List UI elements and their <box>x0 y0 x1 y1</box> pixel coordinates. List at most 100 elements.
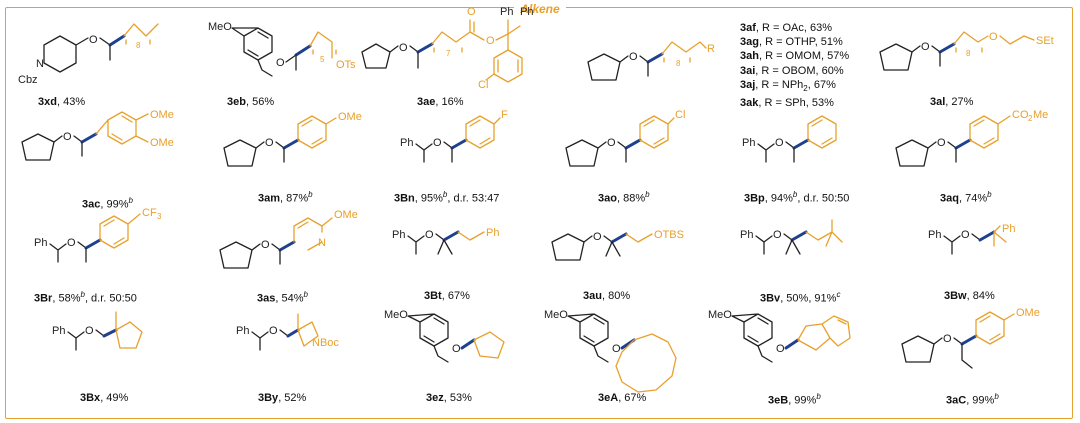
svg-text:O: O <box>961 229 970 241</box>
label-3eA: 3eA, 67% <box>598 392 647 404</box>
svg-text:OTBS: OTBS <box>654 229 684 241</box>
r-entry-3af: 3af, R = OAc, 63% <box>740 22 833 34</box>
svg-text:MeO: MeO <box>708 309 732 321</box>
structure-3am: O OMe <box>223 111 362 167</box>
svg-text:OMe: OMe <box>1016 307 1040 319</box>
svg-text:3: 3 <box>157 212 162 221</box>
svg-text:O: O <box>85 325 94 337</box>
svg-text:O: O <box>937 137 946 149</box>
structure-3ac: O OMe OMe <box>21 109 174 161</box>
structure-3Br: Ph O CF 3 <box>34 207 162 263</box>
label-3Bt: 3Bt, 67% <box>424 290 470 302</box>
label-3ao: 3ao, 88%b <box>598 190 650 205</box>
svg-text:N: N <box>36 58 44 70</box>
label-3aq: 3aq, 74%b <box>940 190 992 205</box>
svg-text:8: 8 <box>136 41 141 50</box>
svg-text:O: O <box>486 35 495 47</box>
svg-text:Ph: Ph <box>400 137 413 149</box>
structure-3au: O OTBS <box>551 229 684 261</box>
label-3al: 3al, 27% <box>930 96 974 108</box>
svg-text:8: 8 <box>966 49 971 58</box>
label-3Bw: 3Bw, 84% <box>944 290 995 302</box>
structure-3af: O 8 R <box>587 41 715 81</box>
structure-3By: Ph O NBoc <box>236 313 339 351</box>
svg-text:2: 2 <box>1028 114 1033 123</box>
structure-3Bt: Ph O Ph <box>392 227 499 255</box>
structure-3Bv: Ph O <box>740 219 843 255</box>
svg-text:O: O <box>629 51 638 63</box>
svg-text:O: O <box>776 343 785 355</box>
label-3aC: 3aC, 99%b <box>946 392 999 407</box>
r-entry-3aj: 3aj, R = NPh2, 67% <box>740 78 836 93</box>
svg-text:OMe: OMe <box>150 109 174 121</box>
svg-text:O: O <box>989 31 998 43</box>
svg-text:O: O <box>943 333 952 345</box>
structure-3xd: N Cbz O 8 <box>18 23 159 86</box>
structure-3Bn: Ph O F <box>400 109 508 163</box>
structure-3ae: O 7 O O Ph Ph Cl <box>361 6 533 91</box>
svg-text:O: O <box>433 137 442 149</box>
alkene-title: Alkene <box>514 2 566 16</box>
svg-text:O: O <box>89 34 98 46</box>
svg-text:8: 8 <box>676 59 681 68</box>
structure-3al: O 8 O SEt <box>879 31 1054 71</box>
structure-3Bx: Ph O <box>52 311 143 351</box>
r-entry-3ah: 3ah, R = OMOM, 57% <box>740 50 850 63</box>
svg-text:OMe: OMe <box>334 209 358 221</box>
svg-text:O: O <box>921 41 930 53</box>
svg-text:O: O <box>775 137 784 149</box>
svg-text:O: O <box>452 343 461 355</box>
svg-text:MeO: MeO <box>208 21 232 33</box>
svg-text:MeO: MeO <box>384 309 408 321</box>
r-entry-3ai: 3ai, R = OBOM, 60% <box>740 64 844 77</box>
structure-3as: O N OMe <box>219 209 358 269</box>
label-3Bx: 3Bx, 49% <box>80 392 129 404</box>
svg-text:O: O <box>773 229 782 241</box>
svg-text:O: O <box>265 137 274 149</box>
structure-3ao: O Cl <box>565 109 685 167</box>
label-3ac: 3ac, 99%b <box>82 196 133 211</box>
section-header: Alkene <box>0 0 1080 16</box>
structure-3eB: MeO O <box>708 309 851 363</box>
structure-3aC: O OMe <box>901 307 1040 369</box>
r-group-list: 3af, R = OAc, 63% 3ag, R = OTHP, 51% 3ah… <box>740 21 849 110</box>
svg-text:N: N <box>318 237 326 249</box>
label-3Br: 3Br, 58%b, d.r. 50:50 <box>34 290 137 305</box>
svg-text:O: O <box>425 229 434 241</box>
structure-3ez: MeO O <box>384 309 505 363</box>
svg-text:Ph: Ph <box>742 137 755 149</box>
svg-text:Ph: Ph <box>740 229 753 241</box>
structure-3aq: O CO 2 Me <box>895 109 1048 167</box>
structure-3Bp: Ph O <box>742 115 837 163</box>
svg-text:O: O <box>593 231 602 243</box>
svg-text:7: 7 <box>446 49 451 58</box>
svg-text:Cl: Cl <box>478 79 488 91</box>
structure-3Bw: Ph O Ph <box>928 223 1015 255</box>
label-3ez: 3ez, 53% <box>426 392 472 404</box>
label-3as: 3as, 54%b <box>257 290 308 305</box>
svg-text:R: R <box>707 43 715 55</box>
svg-text:O: O <box>399 42 408 54</box>
label-3am: 3am, 87%b <box>258 190 313 205</box>
svg-text:Ph: Ph <box>1002 223 1015 235</box>
svg-text:NBoc: NBoc <box>312 337 339 349</box>
svg-text:O: O <box>607 137 616 149</box>
label-3Bv: 3Bv, 50%, 91%c <box>760 290 841 305</box>
label-3eB: 3eB, 99%b <box>768 392 821 407</box>
svg-text:MeO: MeO <box>544 309 568 321</box>
label-3Bn: 3Bn, 95%b, d.r. 53:47 <box>394 190 500 205</box>
label-3xd: 3xd, 43% <box>38 96 86 108</box>
svg-text:Ph: Ph <box>34 237 47 249</box>
r-entry-3ak: 3ak, R = SPh, 53% <box>740 97 834 110</box>
svg-text:O: O <box>276 57 285 69</box>
svg-text:Ph: Ph <box>486 227 499 239</box>
svg-text:O: O <box>63 131 72 143</box>
svg-text:OMe: OMe <box>338 111 362 123</box>
svg-text:Me: Me <box>1033 109 1048 121</box>
svg-text:F: F <box>501 109 508 121</box>
label-3ae: 3ae, 16% <box>417 96 464 108</box>
svg-text:Cbz: Cbz <box>18 74 38 86</box>
svg-text:O: O <box>261 239 270 251</box>
svg-text:Cl: Cl <box>675 109 685 121</box>
